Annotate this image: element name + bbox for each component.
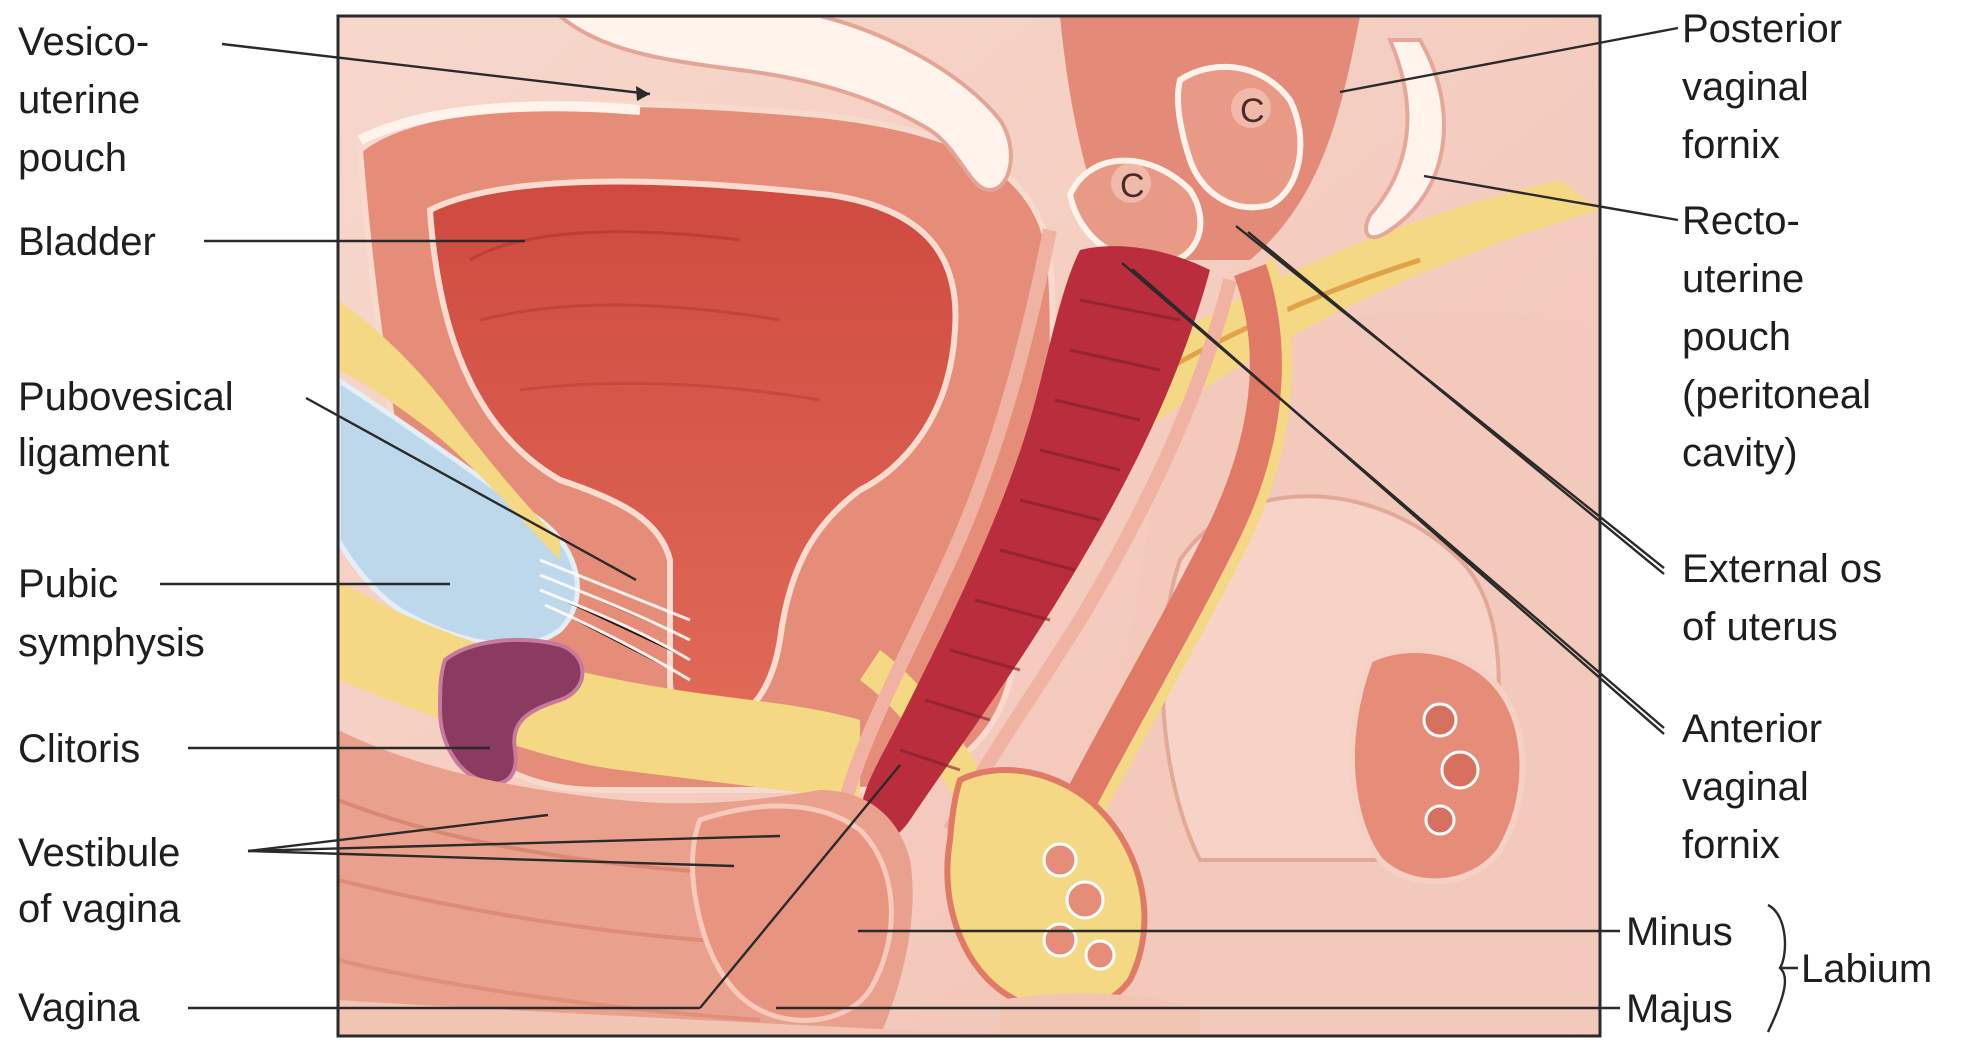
label-vagina: Vagina <box>18 986 140 1030</box>
label-pubovesical-ligament: Pubovesical ligament <box>18 375 245 475</box>
cervix-mark-posterior: C <box>1240 92 1265 130</box>
right-labels: Posterior vaginal fornix Recto- uterine … <box>1626 7 1932 1031</box>
label-posterior-vaginal-fornix: Posterior vaginal fornix <box>1682 7 1853 167</box>
label-external-os: External os of uterus <box>1682 547 1893 649</box>
label-labium: Labium <box>1801 947 1932 991</box>
cervix-mark-anterior: C <box>1120 167 1145 205</box>
label-labium-minus: Minus <box>1626 910 1733 954</box>
label-rectouterine-pouch: Recto- uterine pouch (peritoneal cavity) <box>1682 199 1882 475</box>
left-labels: Vesico- uterine pouch Bladder Pubovesica… <box>18 20 245 1030</box>
label-labium-majus: Majus <box>1626 987 1733 1031</box>
label-clitoris: Clitoris <box>18 727 140 771</box>
label-anterior-vaginal-fornix: Anterior vaginal fornix <box>1682 707 1833 867</box>
label-vesicouterine-pouch: Vesico- uterine pouch <box>18 20 160 180</box>
label-vestibule-of-vagina: Vestibule of vagina <box>18 831 191 931</box>
anal-sphincter <box>1352 650 1523 881</box>
label-pubic-symphysis: Pubic symphysis <box>18 562 205 665</box>
label-bladder: Bladder <box>18 220 156 264</box>
illustration: C C <box>338 16 1600 1036</box>
